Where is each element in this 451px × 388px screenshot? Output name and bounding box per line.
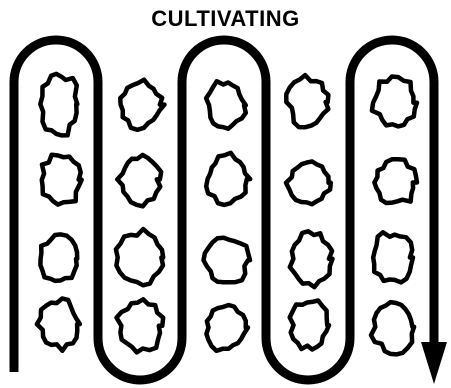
plant-clump-icon [37, 299, 80, 351]
plant-clump-icon [290, 231, 333, 287]
plant-clump-icon [373, 232, 413, 282]
plant-clump-icon [206, 153, 250, 205]
plant-clump-icon [290, 301, 329, 350]
plant-clump-icon [40, 74, 77, 135]
plant-clump-icon [117, 299, 164, 352]
plant-clump-icon [120, 80, 164, 130]
plant-clump-icon [206, 81, 246, 129]
plant-clump-icon [116, 229, 163, 285]
plant-clump-icon [204, 238, 251, 282]
plant-clump-icon [206, 305, 248, 351]
plant-clump-icon [286, 75, 328, 127]
plant-clump-icon [372, 77, 417, 127]
plant-clump-icon [286, 161, 331, 204]
plant-clump-icon [374, 159, 417, 203]
plant-clump-icon [40, 234, 77, 281]
plant-clump-icon [42, 155, 82, 205]
plant-clump-icon [371, 302, 414, 354]
arrowhead-icon [421, 342, 447, 384]
plant-clump-icon [117, 155, 161, 206]
